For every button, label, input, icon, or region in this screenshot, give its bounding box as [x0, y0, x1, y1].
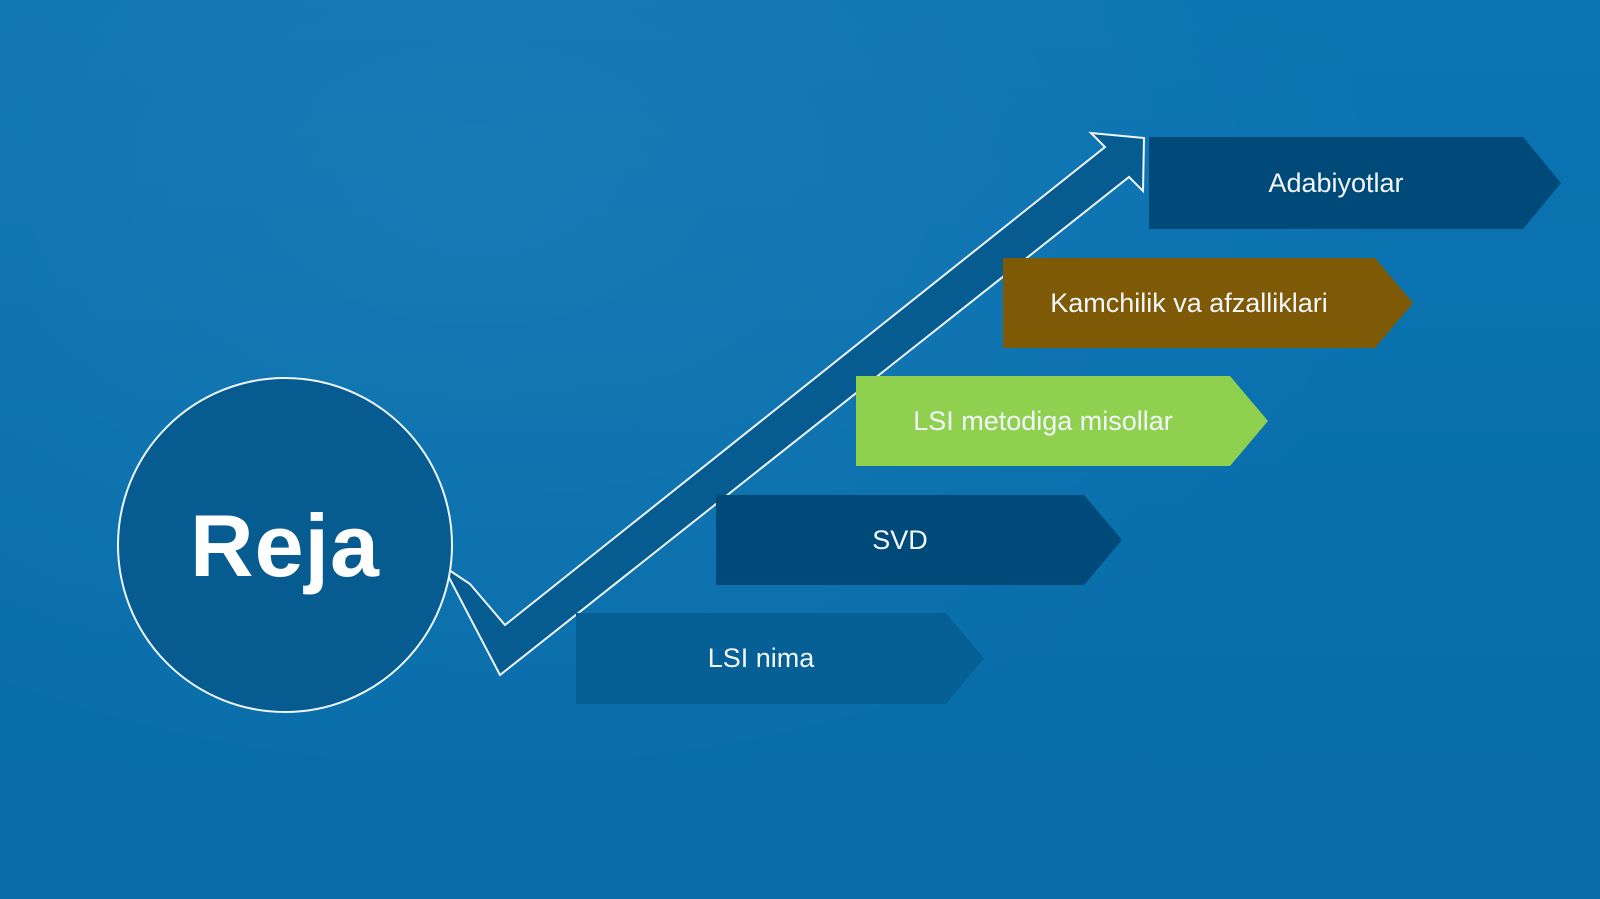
reja-circle: Reja — [117, 377, 453, 713]
step-lsi-nima: LSI nima — [576, 613, 984, 704]
step-advantages-disadvantages: Kamchilik va afzalliklari — [1003, 258, 1413, 348]
step-references: Adabiyotlar — [1149, 137, 1561, 229]
step-advantages-disadvantages-label: Kamchilik va afzalliklari — [1050, 287, 1328, 318]
step-lsi-examples: LSI metodiga misollar — [856, 376, 1268, 466]
reja-title: Reja — [190, 496, 380, 595]
step-lsi-examples-label: LSI metodiga misollar — [913, 405, 1173, 436]
step-references-label: Adabiyotlar — [1268, 167, 1404, 198]
step-svd-label: SVD — [872, 524, 928, 555]
upward-arrow-icon — [442, 131, 1146, 677]
step-svd: SVD — [716, 495, 1122, 585]
step-lsi-nima-label: LSI nima — [707, 643, 815, 673]
